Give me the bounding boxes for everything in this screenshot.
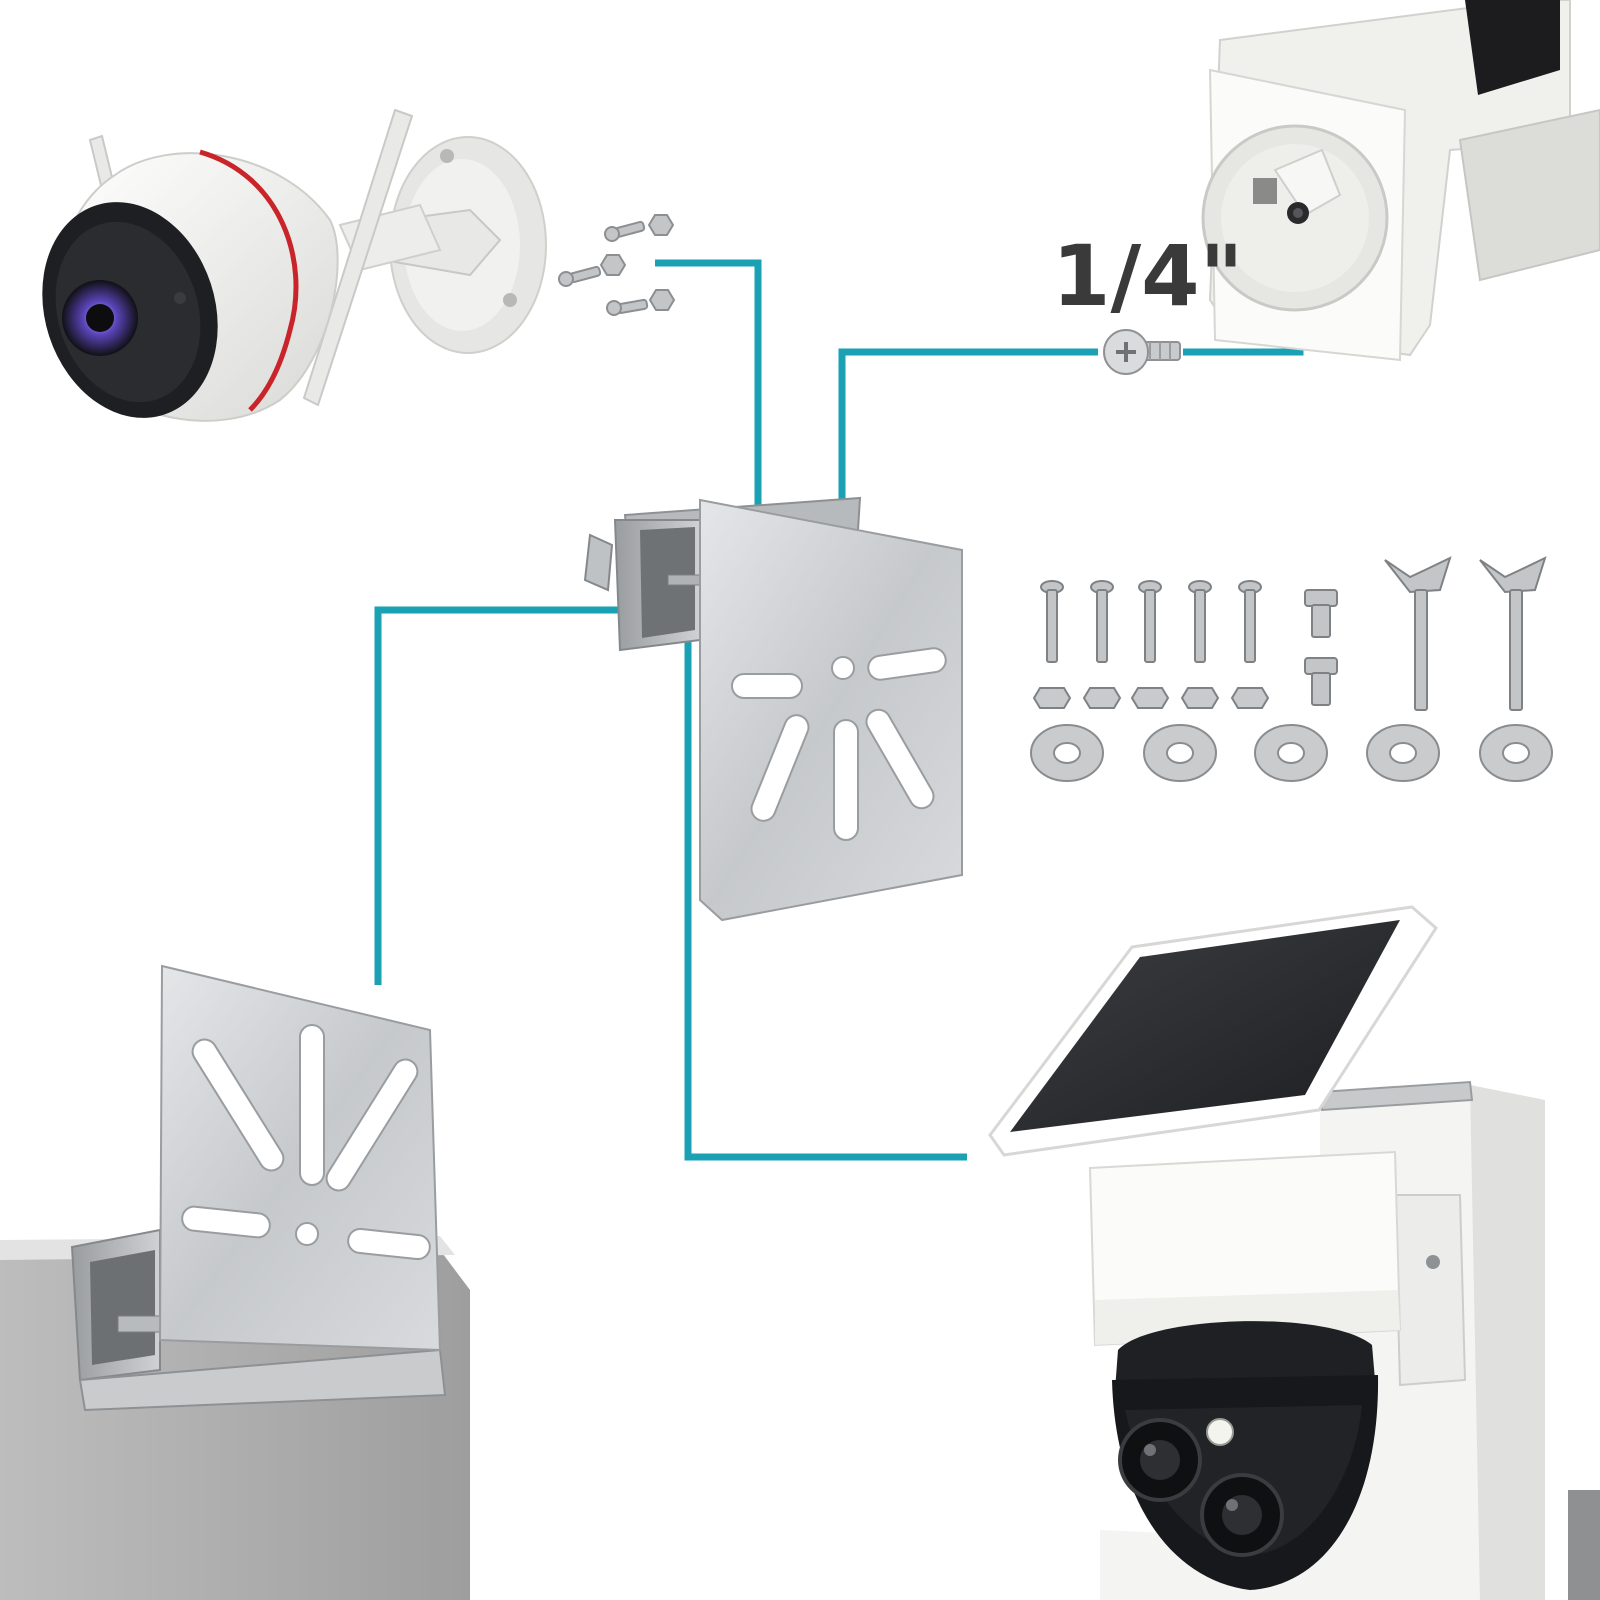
red-stripe	[199, 149, 299, 412]
clamp-bracket-icon	[583, 496, 963, 922]
hardware-kit-icon	[1030, 556, 1553, 782]
screw-size-label: 1/4"	[1052, 227, 1243, 325]
machine-screws	[1040, 580, 1262, 663]
bullet-camera-icon	[42, 108, 547, 422]
short-bolts	[1304, 589, 1338, 706]
solar-ptz-camera-icon	[988, 905, 1600, 1600]
ptz-lens-icon	[1118, 1418, 1284, 1557]
hex-nuts	[1032, 687, 1270, 709]
screw-icon	[1103, 329, 1181, 375]
connector-line-lower-bracket	[374, 606, 630, 985]
lower-bracket-icon	[0, 964, 470, 1600]
spotlight-icon	[1206, 1418, 1234, 1446]
mount-screws-icon	[558, 214, 676, 316]
square-camera-icon: 1/4"	[1052, 0, 1600, 362]
connector-line-solar-camera	[684, 598, 967, 1161]
wing-bolts	[1384, 556, 1547, 711]
flat-washers	[1030, 724, 1553, 782]
